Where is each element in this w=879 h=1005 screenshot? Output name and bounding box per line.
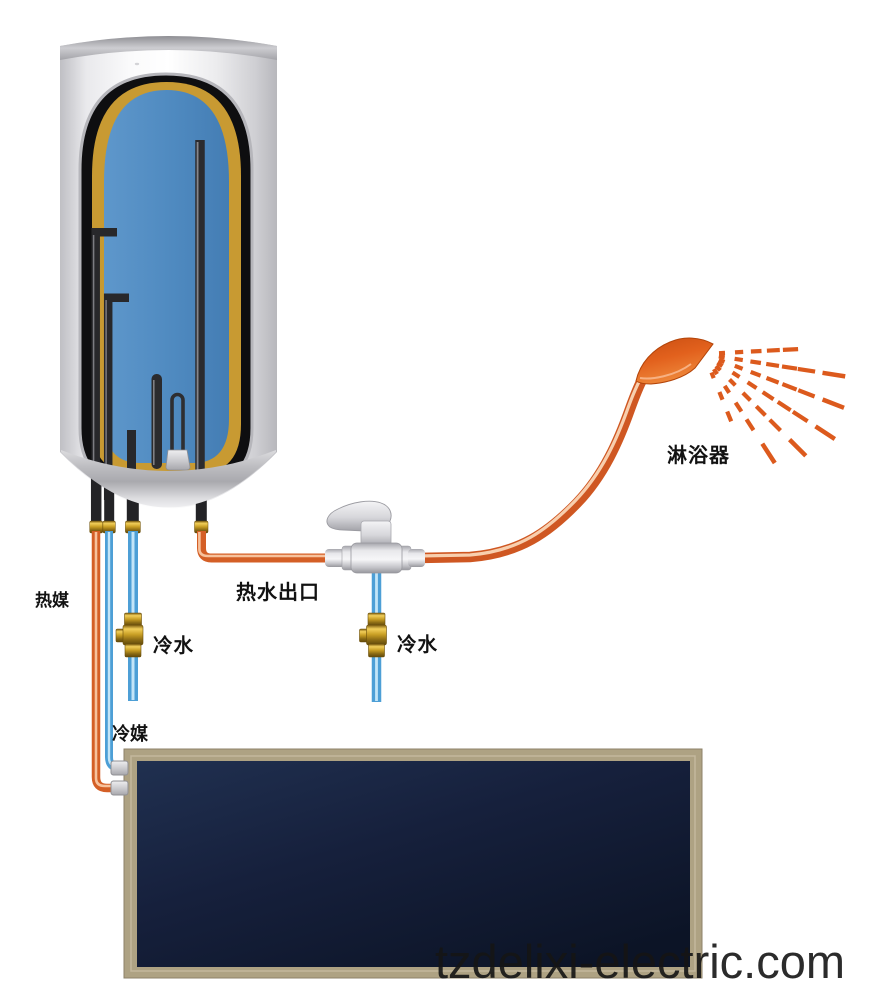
spray-dash bbox=[712, 367, 719, 376]
valve-top-nut bbox=[367, 612, 386, 627]
spray-dash bbox=[731, 370, 741, 379]
spray-dash bbox=[782, 347, 799, 352]
solar-collector bbox=[123, 748, 703, 979]
spray-dash bbox=[734, 363, 744, 371]
spray-dash bbox=[741, 391, 752, 402]
hot-water-outlet-pipe bbox=[197, 531, 334, 563]
shower-head bbox=[635, 337, 714, 385]
label-cold-medium: 冷媒 bbox=[112, 724, 148, 744]
tank-top-rim bbox=[60, 36, 277, 60]
mixer-left-coupler bbox=[325, 549, 345, 567]
cold-water-valve-tank bbox=[115, 612, 144, 658]
collector-outlet-stub bbox=[110, 780, 129, 796]
hot-medium-inner-tube bbox=[91, 227, 117, 500]
valve-top-nut bbox=[124, 612, 142, 627]
shower-hose bbox=[417, 375, 648, 564]
spray-dash bbox=[733, 401, 744, 413]
valve-body bbox=[122, 624, 144, 646]
hot-medium-pipe-highlight bbox=[94, 532, 120, 788]
spray-dash bbox=[754, 404, 767, 417]
spray-dash bbox=[749, 369, 762, 378]
port-nuts bbox=[89, 520, 209, 534]
spray-dash bbox=[718, 354, 726, 360]
spray-dash bbox=[734, 349, 744, 355]
valve-bottom-nut bbox=[124, 643, 142, 658]
valve-body bbox=[366, 624, 387, 646]
shower-head-group bbox=[635, 337, 846, 465]
spray-dash bbox=[821, 397, 845, 410]
spray-dash bbox=[797, 388, 816, 399]
heating-element-base bbox=[165, 449, 191, 471]
spray-dash bbox=[709, 371, 716, 379]
spray-dash bbox=[776, 400, 792, 412]
spray-dash bbox=[760, 442, 777, 465]
spray-dash bbox=[765, 376, 780, 385]
spray-dash bbox=[716, 360, 724, 368]
spray-dash bbox=[768, 418, 782, 432]
spray-dash bbox=[791, 409, 809, 424]
tank-bottom-cap bbox=[61, 450, 276, 508]
spray-dash bbox=[728, 378, 737, 387]
spray-dash bbox=[714, 364, 722, 372]
tank-internal-tubes bbox=[91, 140, 205, 500]
spray-dash bbox=[814, 424, 837, 441]
label-hot-medium: 热媒 bbox=[35, 591, 69, 610]
collector-absorber bbox=[137, 761, 690, 967]
shower-head-highlight bbox=[639, 363, 692, 380]
label-shower: 淋浴器 bbox=[667, 445, 730, 467]
cold-medium-inner-tube bbox=[103, 293, 129, 500]
spray-dash bbox=[761, 390, 775, 401]
mixer-barrel bbox=[350, 542, 403, 574]
cold-water-valve-mixer bbox=[359, 612, 387, 658]
collector-frame-bevel bbox=[130, 755, 696, 972]
spray-dash bbox=[718, 357, 726, 364]
tank-weld-dot bbox=[134, 62, 140, 66]
spray-dash bbox=[766, 347, 780, 353]
spray-dash bbox=[744, 418, 756, 432]
mixer-right-coupler bbox=[408, 549, 425, 567]
spray-dash bbox=[750, 348, 762, 354]
label-cold-water-mixer: 冷水 bbox=[397, 634, 439, 656]
watermark: tzdelixi-electric.com bbox=[435, 935, 846, 988]
shower-hose-highlight bbox=[417, 377, 643, 558]
tank-water bbox=[104, 90, 229, 463]
heating-element-u-tube bbox=[170, 392, 185, 450]
spray-dash bbox=[746, 380, 758, 390]
spray-dash bbox=[781, 382, 798, 392]
spray-dash bbox=[734, 356, 744, 363]
collector-inlet-stub bbox=[110, 760, 129, 776]
spray-dash bbox=[725, 410, 734, 423]
hot-water-outlet-pipe-highlight bbox=[198, 532, 333, 558]
spray-dash bbox=[722, 384, 731, 394]
spray-dash bbox=[717, 391, 725, 401]
mixer-faucet bbox=[325, 500, 425, 574]
storage-tank bbox=[60, 36, 277, 534]
valve-bottom-nut bbox=[368, 643, 385, 658]
pipework bbox=[91, 375, 648, 796]
label-hot-water-outlet: 热水出口 bbox=[236, 582, 320, 604]
spray-dash bbox=[765, 361, 780, 368]
spray-dash bbox=[781, 364, 798, 371]
label-cold-water-tank: 冷水 bbox=[153, 635, 195, 657]
spray-dash bbox=[750, 359, 762, 366]
spray-dash bbox=[797, 366, 816, 374]
shower-spray bbox=[709, 347, 846, 465]
spray-dash bbox=[788, 438, 808, 458]
spray-dash bbox=[822, 370, 846, 379]
